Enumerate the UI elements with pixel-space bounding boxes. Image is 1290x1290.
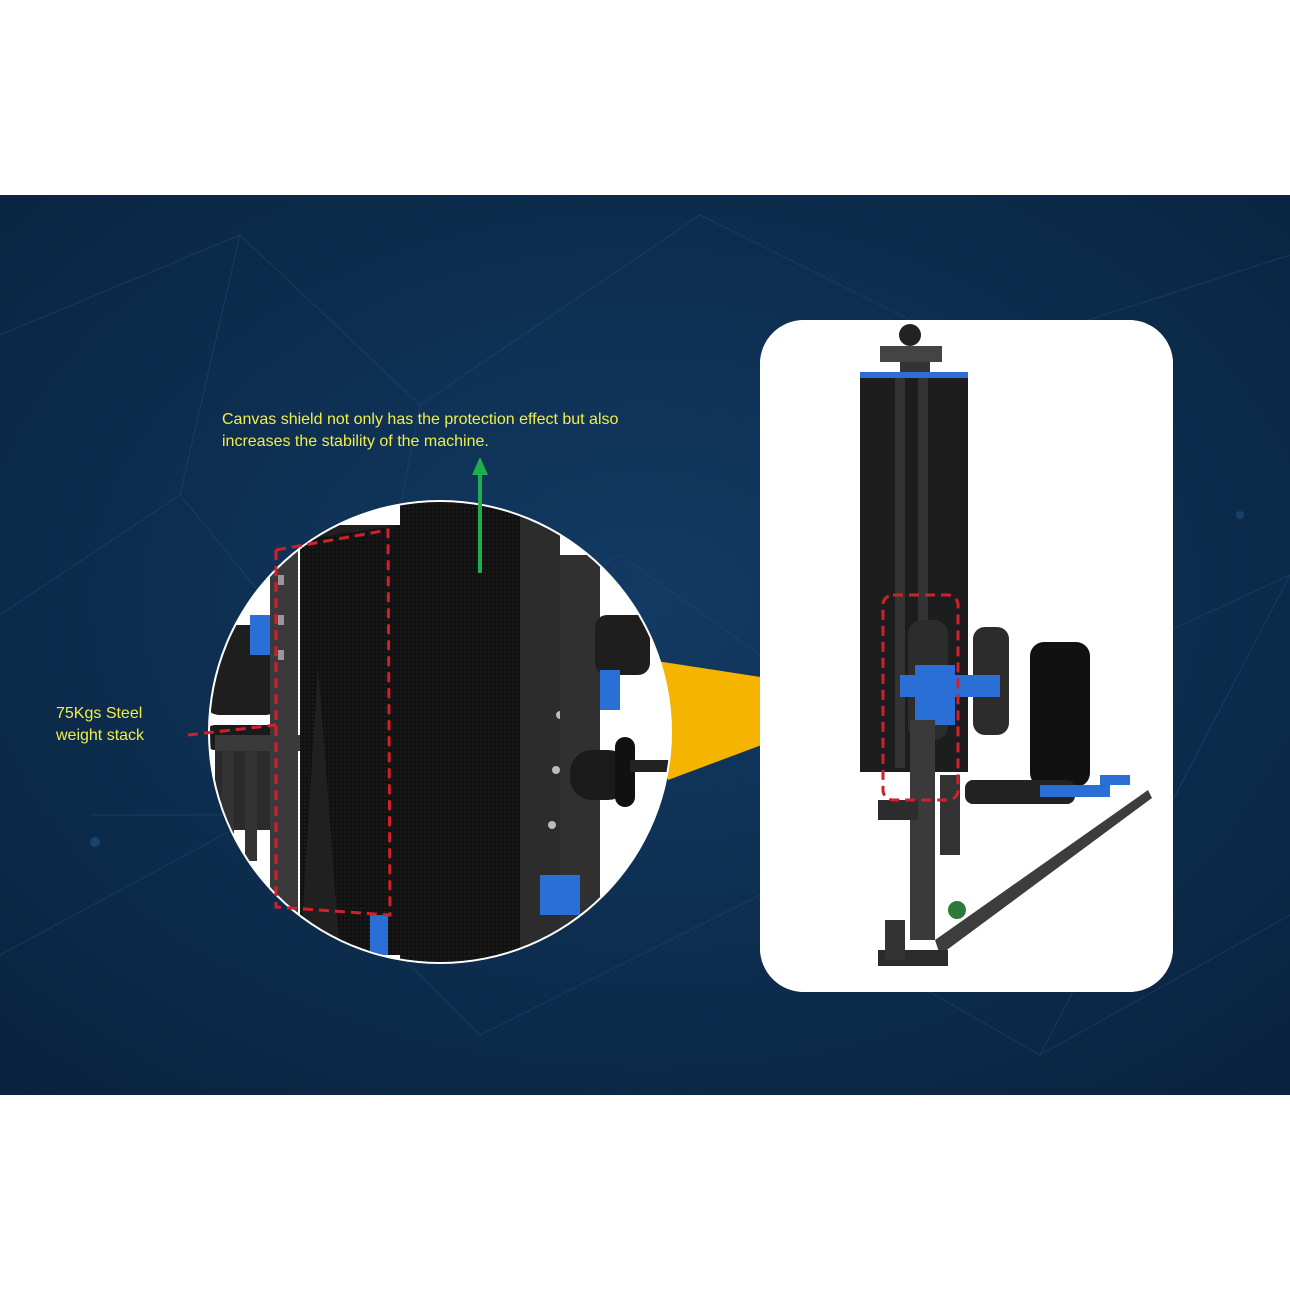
caption-line: 75Kgs Steel [56,705,143,722]
weight-stack-zoom [187,457,672,964]
weight-stack-caption: 75Kgs Steel weight stack [56,703,186,747]
caption-line: increases the stability of the machine. [222,433,489,450]
machine-photo-card [760,320,1173,992]
product-banner: Canvas shield not only has the protectio… [0,195,1290,1095]
canvas-shield-caption: Canvas shield not only has the protectio… [222,409,742,453]
caption-line: weight stack [56,727,145,744]
caption-line: Canvas shield not only has the protectio… [222,411,619,428]
leg-machine-illustration [760,320,1173,992]
